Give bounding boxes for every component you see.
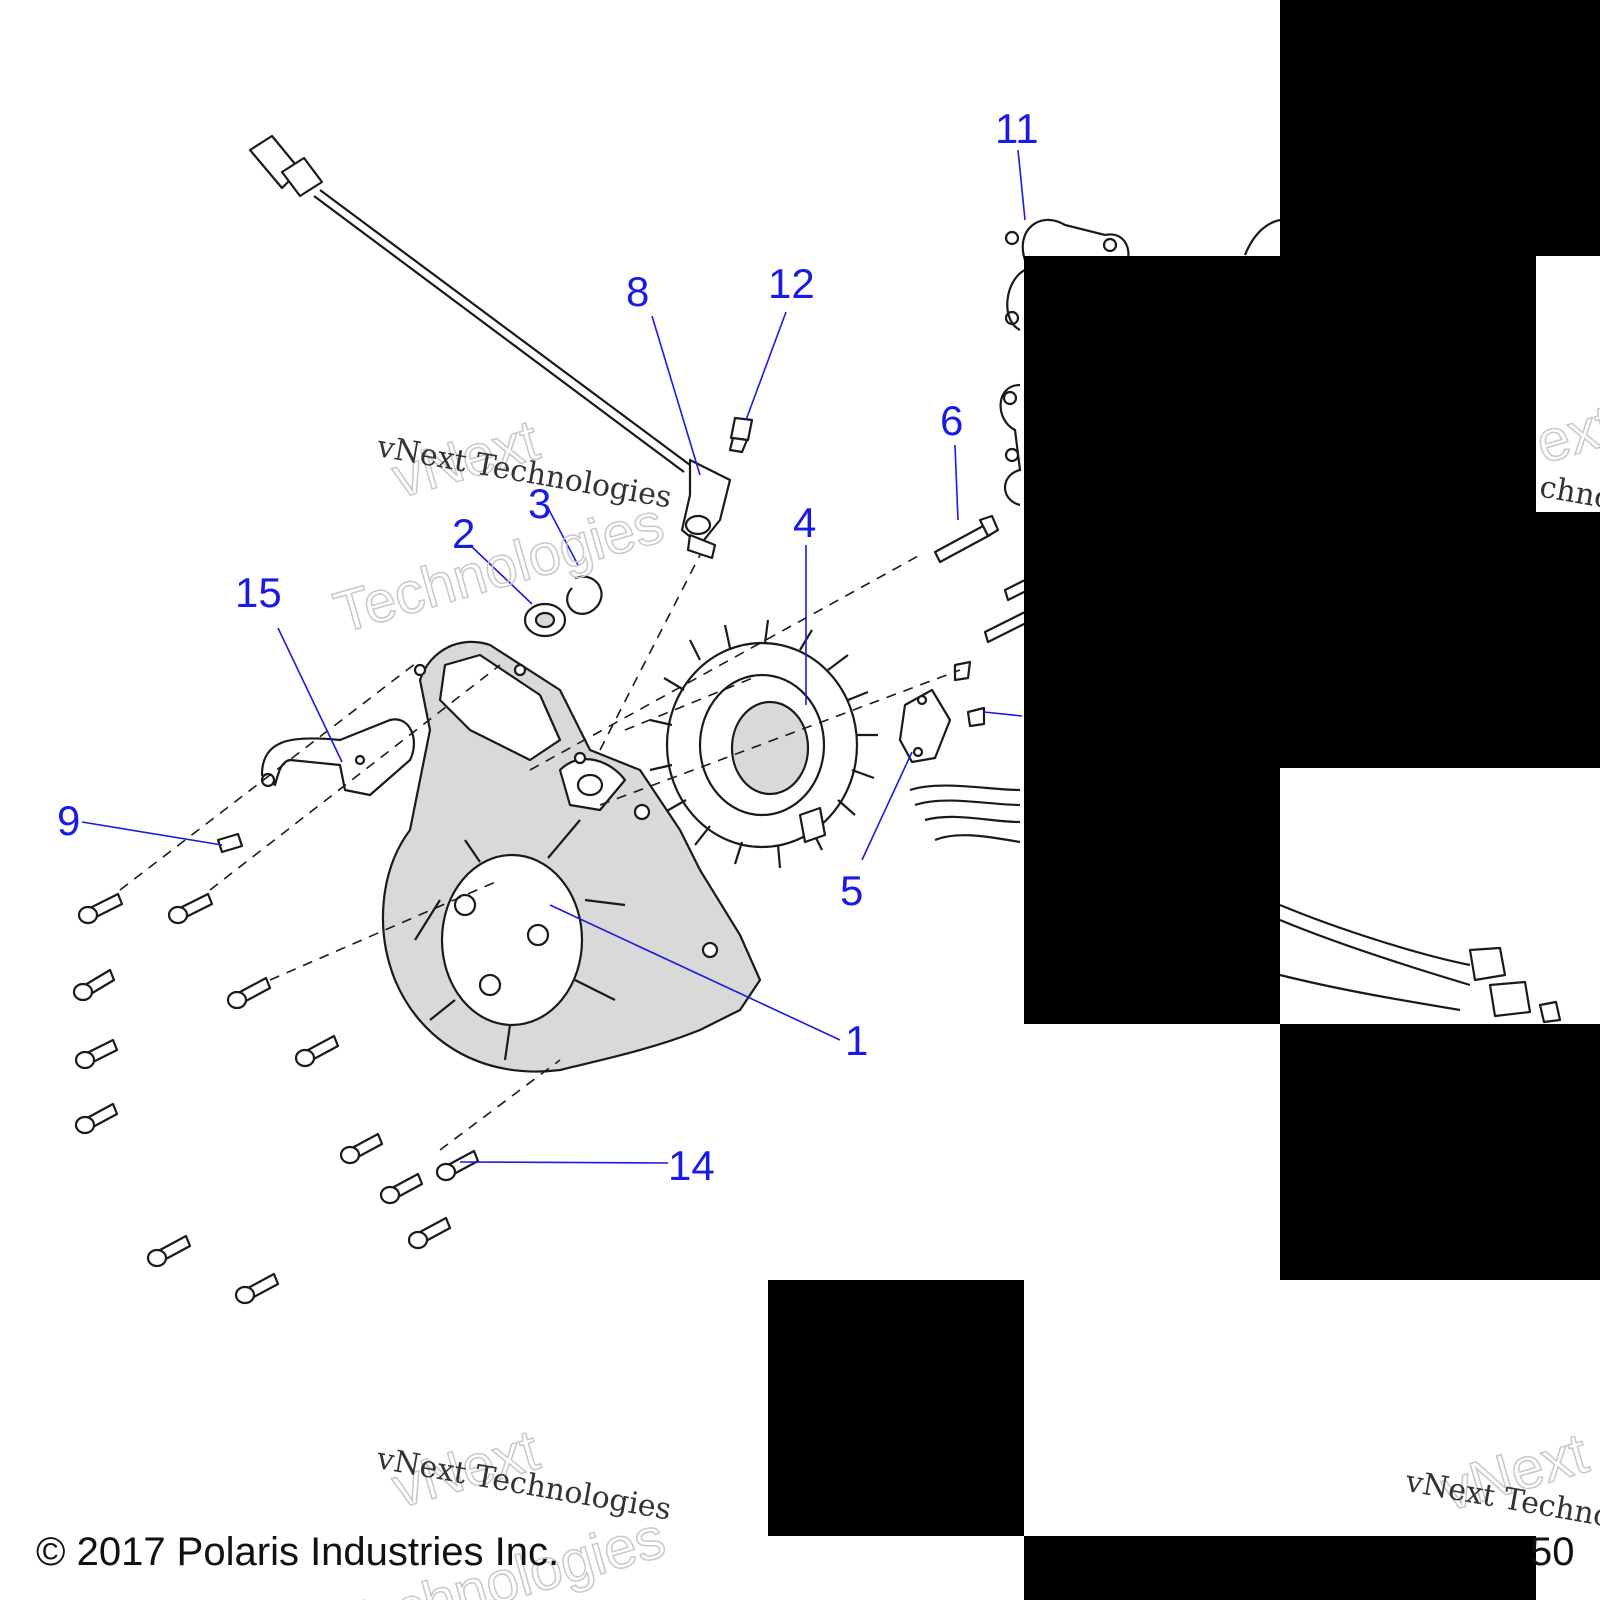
snap-ring-part-3 [566, 575, 603, 615]
long-bolt-part-6 [933, 514, 1000, 564]
speed-sensor-part-8 [248, 134, 732, 560]
screw-small-2 [966, 706, 986, 728]
callout-12: 12 [768, 260, 815, 307]
stator-cover-part-1 [381, 640, 762, 1073]
retainer-plate-part-5 [898, 688, 952, 764]
page-number: 50 [1530, 1530, 1575, 1574]
bolt [74, 1102, 119, 1135]
clip-part-9 [216, 832, 244, 854]
callout-4: 4 [793, 499, 816, 546]
callout-5: 5 [840, 867, 863, 914]
bolt [379, 1172, 424, 1205]
assembly-lines [119, 554, 961, 1151]
callout-11: 11 [995, 105, 1039, 152]
redaction-block [1024, 1536, 1536, 1600]
watermark-top: vNext Technologies vNext Technologies [326, 407, 674, 647]
callout-1: 1 [845, 1017, 868, 1064]
watermark-fragment: ext [1529, 392, 1600, 476]
bolt [294, 1034, 340, 1068]
bolt [74, 1038, 119, 1070]
watermark-fragment: chno [1537, 470, 1600, 517]
watermark-big-bottom: Technologies [327, 490, 670, 646]
callout-9: 9 [57, 797, 80, 844]
redaction-blocks [768, 0, 1600, 1600]
bolt [72, 968, 116, 1002]
callout-14: 14 [668, 1142, 715, 1189]
callout-leaders [81, 149, 1026, 1164]
bolt [407, 1216, 452, 1250]
redaction-block [768, 1280, 1024, 1536]
bolt [167, 892, 214, 925]
bolt [339, 1132, 384, 1165]
redaction-block [1280, 1024, 1600, 1280]
bolt [234, 1272, 280, 1305]
bolt [435, 1149, 480, 1182]
bracket-part-15 [260, 718, 415, 797]
redaction-block [1024, 768, 1280, 1024]
bolt [226, 976, 272, 1010]
callout-3: 3 [528, 480, 551, 527]
stator-part-4 [649, 619, 878, 869]
redaction-block [1024, 512, 1600, 768]
callout-8: 8 [626, 268, 649, 315]
dowel-pins [983, 578, 1030, 644]
bearing-part-2 [523, 602, 567, 638]
bolt-part-12 [728, 416, 754, 454]
bolt-set-part-14 [72, 892, 480, 1305]
redaction-block [1024, 256, 1536, 512]
bolt [77, 892, 124, 925]
gasket-part-11 [999, 218, 1281, 507]
callout-labels: 1 2 3 4 5 6 8 9 11 12 14 15 [57, 105, 1039, 1189]
callout-15: 15 [235, 569, 282, 616]
redaction-block [1280, 0, 1600, 256]
callout-2: 2 [452, 510, 475, 557]
wire-harness [909, 784, 1562, 1024]
screw-small-1 [953, 660, 972, 682]
copyright-notice: © 2017 Polaris Industries Inc. [36, 1530, 559, 1574]
callout-6: 6 [940, 397, 963, 444]
bolt [146, 1234, 192, 1268]
